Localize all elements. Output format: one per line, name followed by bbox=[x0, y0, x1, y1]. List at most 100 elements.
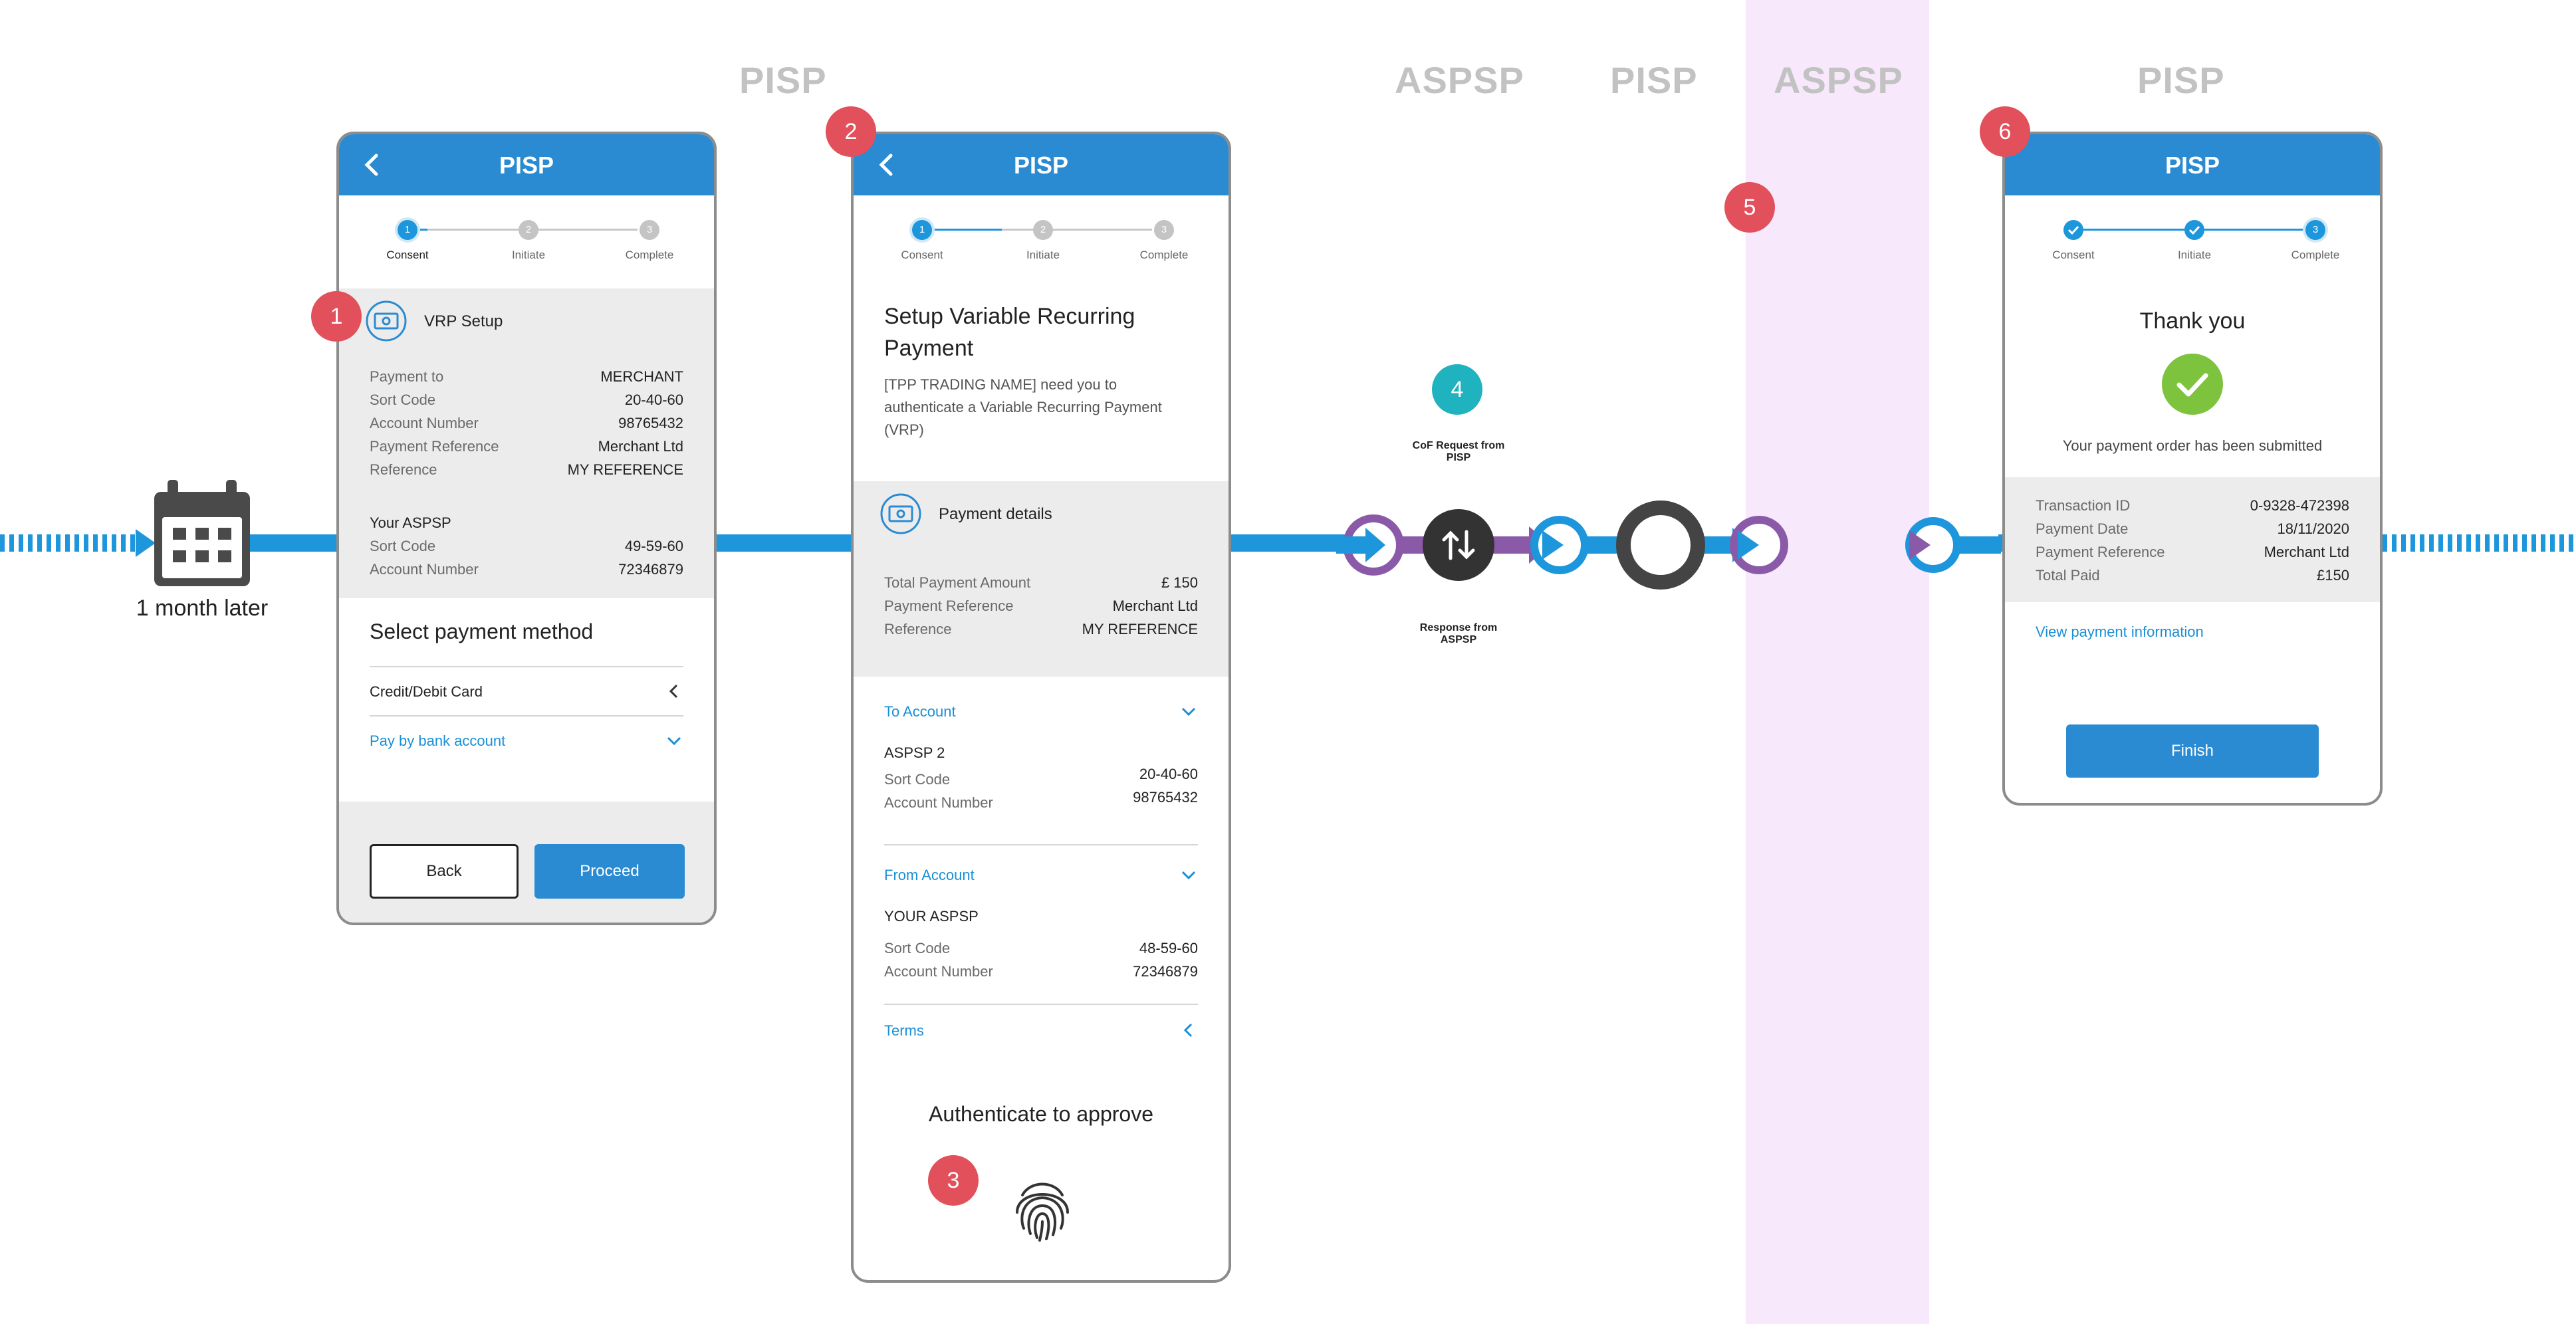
step-dot-complete: 3 bbox=[1154, 220, 1174, 240]
step-label-complete: Complete bbox=[625, 249, 674, 261]
calendar-caption: 1 month later bbox=[136, 596, 269, 621]
row-value: 72346879 bbox=[618, 561, 683, 578]
row-value: 98765432 bbox=[1133, 789, 1198, 806]
step-dot-complete: 3 bbox=[2305, 220, 2325, 240]
step-dot-consent: 1 bbox=[398, 220, 417, 240]
row-label: Account Number bbox=[370, 561, 479, 578]
success-check-icon bbox=[2162, 354, 2223, 415]
row-value: £ 150 bbox=[1161, 574, 1198, 591]
row-label: Reference bbox=[370, 461, 437, 478]
flow-line-phone1-phone2 bbox=[713, 534, 854, 552]
to-account-toggle[interactable]: To Account bbox=[884, 703, 956, 720]
row-value: Merchant Ltd bbox=[2264, 544, 2349, 560]
phone2-stepper: 1 2 3 Consent Initiate Complete bbox=[854, 195, 1229, 288]
to-account-name: ASPSP 2 bbox=[884, 744, 945, 761]
step-badge-4: 4 bbox=[1432, 364, 1482, 415]
step-label-initiate: Initiate bbox=[1026, 249, 1060, 261]
proceed-button[interactable]: Proceed bbox=[534, 844, 685, 899]
back-button[interactable]: Back bbox=[370, 844, 519, 899]
step-label-consent: Consent bbox=[386, 249, 429, 261]
row-value: 0-9328-472398 bbox=[2250, 497, 2349, 514]
zone-label-aspsp-2: ASPSP bbox=[1774, 59, 1903, 101]
step-badge-3: 3 bbox=[928, 1155, 979, 1206]
row-value: Merchant Ltd bbox=[1112, 598, 1198, 614]
method-card-label[interactable]: Credit/Debit Card bbox=[370, 683, 483, 700]
step-badge-1: 1 bbox=[311, 291, 362, 342]
phone3-stepper: 3 Consent Initiate Complete bbox=[2005, 195, 2380, 288]
row-label: Account Number bbox=[370, 415, 479, 431]
divider bbox=[370, 666, 683, 667]
step-line bbox=[1002, 229, 1152, 231]
phone1-title: PISP bbox=[499, 152, 554, 179]
row-value: 48-59-60 bbox=[1139, 940, 1198, 956]
terms-link[interactable]: Terms bbox=[884, 1022, 924, 1039]
authenticate-text: Authenticate to approve bbox=[928, 1102, 1153, 1126]
row-label: Payment Date bbox=[2036, 520, 2129, 537]
step-dot-initiate: 2 bbox=[519, 220, 538, 240]
row-label: Reference bbox=[884, 621, 952, 637]
row-value: £150 bbox=[2317, 567, 2349, 584]
row-label: Total Paid bbox=[2036, 567, 2100, 584]
from-account-name: YOUR ASPSP bbox=[884, 908, 979, 925]
row-label: Payment to bbox=[370, 368, 444, 385]
zone-label-aspsp-1: ASPSP bbox=[1395, 59, 1524, 101]
flow-arrow-head-left bbox=[136, 529, 156, 557]
cof-request-label: CoF Request from PISP bbox=[1412, 440, 1505, 463]
row-value: MY REFERENCE bbox=[567, 461, 683, 478]
payment-details-title: Payment details bbox=[939, 505, 1052, 523]
row-label: Payment Reference bbox=[884, 598, 1014, 614]
aspsp-zone-band bbox=[1746, 0, 1929, 1324]
phone-consent: PISP 1 2 3 Consent Initiate Complete VRP… bbox=[336, 132, 717, 925]
chevron-left-icon[interactable] bbox=[1179, 1021, 1198, 1040]
flow-line-calendar-phone1 bbox=[247, 534, 339, 552]
row-value: MY REFERENCE bbox=[1082, 621, 1198, 637]
thank-you-text: Thank you bbox=[2139, 308, 2246, 334]
row-value: Merchant Ltd bbox=[598, 438, 683, 455]
phone1-summary-panel bbox=[339, 288, 714, 598]
vrp-description: [TPP TRADING NAME] need you to authentic… bbox=[884, 376, 1162, 438]
method-bank-label[interactable]: Pay by bank account bbox=[370, 732, 506, 749]
row-label: Sort Code bbox=[884, 940, 951, 956]
step-label-complete: Complete bbox=[1139, 249, 1189, 261]
step-label-consent: Consent bbox=[901, 249, 943, 261]
your-aspsp-title: Your ASPSP bbox=[370, 514, 451, 531]
phone2-title: PISP bbox=[1013, 152, 1069, 179]
phone1-header: PISP bbox=[339, 134, 714, 195]
back-chevron-icon[interactable] bbox=[874, 150, 900, 179]
phone2-header: PISP bbox=[854, 134, 1229, 195]
phone-initiate: PISP 1 2 3 Consent Initiate Complete Set… bbox=[851, 132, 1231, 1283]
select-method-title: Select payment method bbox=[370, 619, 594, 643]
flow-dashed-line-right bbox=[2383, 534, 2575, 552]
step-dot-complete: 3 bbox=[640, 220, 659, 240]
chevron-down-icon[interactable] bbox=[665, 731, 683, 750]
calendar-icon bbox=[154, 480, 250, 586]
step-dot-initiate: 2 bbox=[1033, 220, 1053, 240]
row-label: Sort Code bbox=[884, 771, 951, 788]
step-label-complete: Complete bbox=[2291, 249, 2340, 261]
row-label: Account Number bbox=[884, 794, 993, 811]
phone1-stepper: 1 2 3 Consent Initiate Complete bbox=[339, 195, 714, 288]
row-value: 98765432 bbox=[618, 415, 683, 431]
fingerprint-icon[interactable] bbox=[1010, 1175, 1074, 1242]
step-check-icon bbox=[2063, 220, 2083, 240]
row-label: Payment Reference bbox=[370, 438, 499, 455]
view-payment-link[interactable]: View payment information bbox=[2036, 623, 2204, 640]
payment-details-panel bbox=[854, 481, 1229, 677]
step-badge-5: 5 bbox=[1724, 182, 1775, 233]
step-badge-2: 2 bbox=[826, 106, 876, 157]
phone3-title: PISP bbox=[2165, 152, 2220, 179]
step-line-progress bbox=[922, 229, 1002, 231]
submitted-text: Your payment order has been submitted bbox=[2062, 437, 2323, 454]
finish-button[interactable]: Finish bbox=[2066, 724, 2319, 778]
row-label: Sort Code bbox=[370, 538, 436, 554]
row-value: 20-40-60 bbox=[1139, 766, 1198, 782]
chevron-down-icon[interactable] bbox=[1179, 865, 1198, 884]
flow-line-phone2-out bbox=[1227, 534, 1353, 552]
phone-complete: PISP 3 Consent Initiate Complete Thank y… bbox=[2002, 132, 2383, 806]
divider bbox=[370, 715, 683, 717]
back-chevron-icon[interactable] bbox=[359, 150, 386, 179]
chevron-left-icon[interactable] bbox=[665, 682, 683, 701]
step-check-icon bbox=[2184, 220, 2204, 240]
chevron-down-icon[interactable] bbox=[1179, 702, 1198, 720]
from-account-toggle[interactable]: From Account bbox=[884, 867, 975, 883]
